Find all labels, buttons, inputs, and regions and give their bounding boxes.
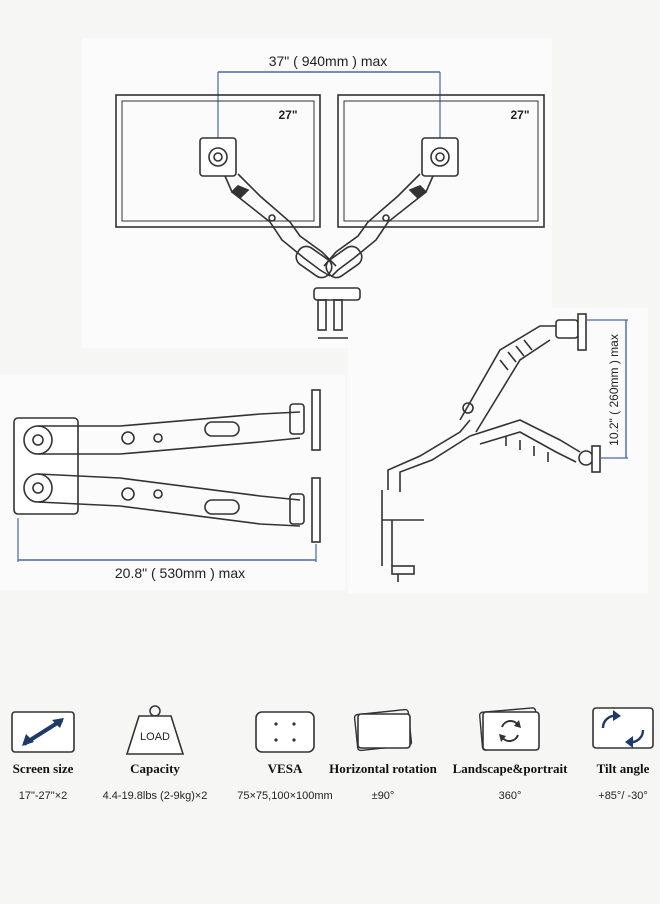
spec-vesa-name: VESA xyxy=(267,761,303,776)
spec-screen-size-name: Screen size xyxy=(12,761,74,776)
right-monitor xyxy=(337,94,545,228)
side-width-label: 20.8" ( 530mm ) max xyxy=(115,565,245,581)
spec-capacity-value: 4.4-19.8lbs (2-9kg)×2 xyxy=(102,790,208,802)
load-icon-text: LOAD xyxy=(140,731,170,743)
right-screen-size-label: 27" xyxy=(510,108,529,122)
diagonal-arrow-icon xyxy=(11,711,75,753)
spec-tilt-angle-name: Tilt angle xyxy=(596,761,650,776)
spec-screen-size-value: 17"-27"×2 xyxy=(18,790,68,802)
load-weight-icon: LOAD xyxy=(125,705,185,755)
spec-vesa-value: 75×75,100×100mm xyxy=(237,790,333,802)
rotate-arrows-icon xyxy=(479,707,540,751)
spec-capacity-name: Capacity xyxy=(130,761,180,776)
spec-row: Screen size 17"-27"×2 LOAD Capacity 4.4-… xyxy=(0,700,660,810)
left-screen-size-label: 27" xyxy=(278,108,297,122)
spec-tilt-angle-value: +85°/ -30° xyxy=(598,790,648,802)
mount-diagrams: 37" ( 940mm ) max 27" 27" 20.8" ( 530mm … xyxy=(13,53,628,582)
profile-view-diagram xyxy=(381,313,628,582)
spec-landscape-portrait-value: 360° xyxy=(498,790,522,802)
top-view-diagram xyxy=(115,71,545,339)
left-vesa-plate xyxy=(199,137,237,177)
rotated-screen-icon xyxy=(353,708,413,752)
profile-height-label: 10.2" ( 260mm ) max xyxy=(607,334,621,446)
side-view-diagram xyxy=(13,389,321,562)
right-vesa-plate xyxy=(421,137,459,177)
spec-horizontal-rotation-value: ±90° xyxy=(371,790,395,802)
spec-landscape-portrait-name: Landscape&portrait xyxy=(452,761,568,776)
vesa-holes-icon xyxy=(255,711,315,753)
spec-horizontal-rotation-name: Horizontal rotation xyxy=(329,761,437,776)
tilt-arrows-icon xyxy=(592,707,654,749)
top-width-label: 37" ( 940mm ) max xyxy=(269,53,388,69)
left-monitor xyxy=(115,94,321,228)
